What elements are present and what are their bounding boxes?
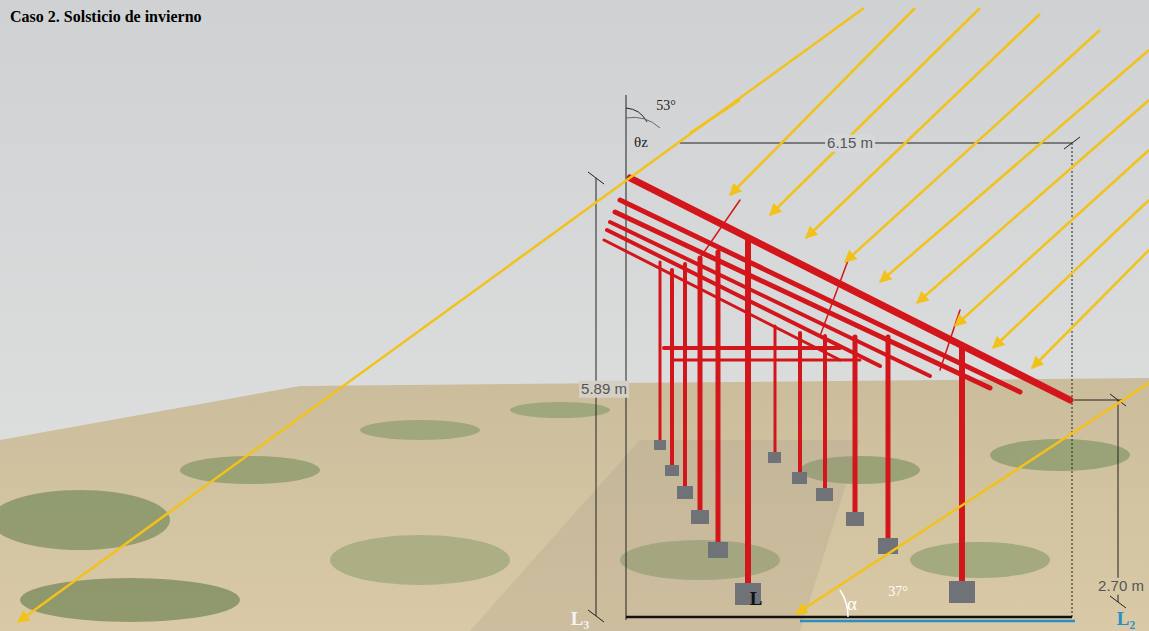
dimension-lines — [588, 95, 1126, 622]
angle-symbol: θz — [632, 134, 650, 151]
sun-rays — [18, 8, 1149, 622]
dimension-label: 2.70 m — [1096, 578, 1146, 595]
shadow-length-line — [800, 620, 1075, 623]
ground — [0, 378, 1149, 631]
angle-label: 53° — [654, 98, 678, 113]
ground-line — [626, 616, 1072, 619]
angle-symbol: α — [845, 594, 859, 615]
structure — [604, 178, 1070, 592]
alpha-arc — [840, 590, 848, 617]
dimension-label: 6.15 m — [825, 135, 875, 152]
footings — [654, 440, 975, 605]
length-label: L — [748, 589, 765, 610]
length-label: L₃ — [569, 608, 591, 629]
figure-title: Caso 2. Solsticio de invierno — [10, 8, 202, 26]
angle-label: 37° — [886, 584, 910, 599]
dimension-label: 5.89 m — [579, 381, 629, 398]
length-label: L₂ — [1115, 608, 1137, 629]
